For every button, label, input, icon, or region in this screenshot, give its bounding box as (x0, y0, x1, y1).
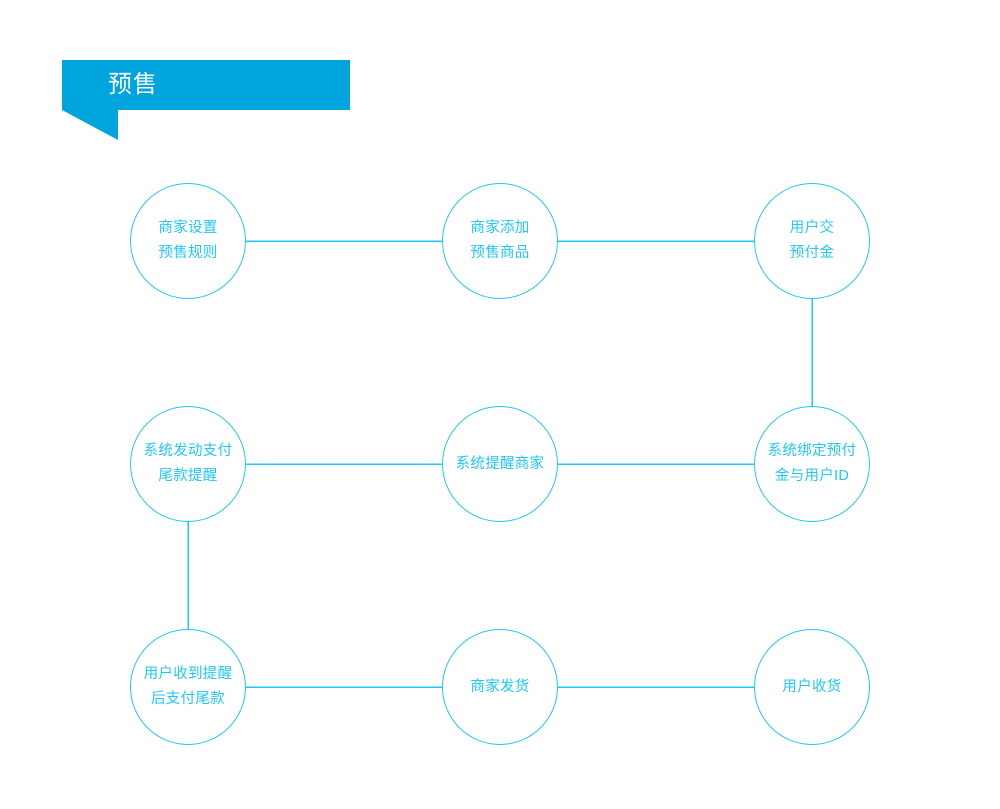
section-banner: 预售 (62, 60, 352, 142)
flow-node-user-pays-balance-after-reminder[interactable]: 用户收到提醒 后支付尾款 (130, 629, 246, 745)
node-line: 预售商品 (470, 245, 530, 261)
flow-node-merchant-set-presale-rules[interactable]: 商家设置 预售规则 (130, 183, 246, 299)
node-line: 用户收货 (782, 678, 842, 695)
flow-node-system-bind-deposit-to-userid[interactable]: 系统绑定预付 金与用户ID (754, 406, 870, 522)
flow-node-merchant-add-presale-product[interactable]: 商家添加 预售商品 (442, 183, 558, 299)
node-line: 预付金 (789, 245, 835, 261)
node-line: 商家添加 (470, 220, 530, 236)
node-line: 商家设置 (158, 220, 218, 236)
banner-shape (62, 60, 350, 140)
node-line: 商家发货 (470, 678, 530, 695)
flow-node-system-trigger-balance-reminder[interactable]: 系统发动支付 尾款提醒 (130, 406, 246, 522)
flow-node-system-notify-merchant[interactable]: 系统提醒商家 (442, 406, 558, 522)
page-title: 预售 (108, 71, 158, 98)
node-line: 系统发动支付 (143, 443, 233, 459)
flow-node-merchant-ships[interactable]: 商家发货 (442, 629, 558, 745)
node-line: 尾款提醒 (158, 468, 218, 484)
flow-node-user-receives-goods[interactable]: 用户收货 (754, 629, 870, 745)
node-line: 系统提醒商家 (455, 455, 545, 472)
node-line: 用户交 (789, 220, 835, 236)
node-line: 用户收到提醒 (143, 666, 233, 682)
node-line: 后支付尾款 (151, 691, 225, 707)
node-line: 金与用户ID (774, 468, 850, 484)
node-line: 预售规则 (158, 245, 218, 261)
flow-node-user-pays-deposit[interactable]: 用户交 预付金 (754, 183, 870, 299)
node-line: 系统绑定预付 (767, 443, 857, 459)
